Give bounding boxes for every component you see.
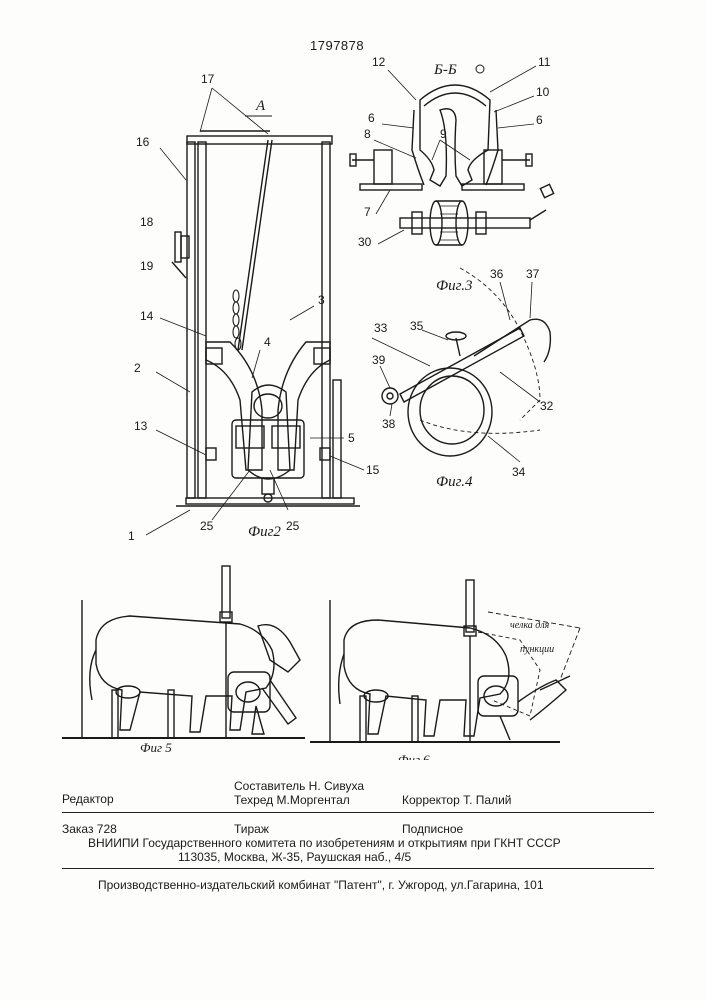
fig2-label: 25 <box>200 519 214 533</box>
fig2-label: 2 <box>134 361 141 375</box>
fig3-label: 6 <box>536 113 543 127</box>
fig2-label: 1 <box>128 529 135 543</box>
fig2-label: 13 <box>134 419 148 433</box>
fig2-drawing: 17 16 18 19 14 3 4 2 13 5 15 1 25 25 А Ф… <box>128 72 380 543</box>
fig3-label: 9 <box>440 127 447 141</box>
fig3-label: 6 <box>368 111 375 125</box>
fig2-label: 16 <box>136 135 150 149</box>
fig4-label: 32 <box>540 399 554 413</box>
order-number: Заказ 728 <box>62 822 117 836</box>
fig2-caption: Фиг2 <box>248 524 281 540</box>
fig2-label: 25 <box>286 519 300 533</box>
fig2-label: 15 <box>366 463 380 477</box>
fig4-label: 38 <box>382 417 396 431</box>
fig6-annotation: пункции <box>520 644 554 655</box>
fig3-label: 11 <box>538 55 551 69</box>
compiler: Составитель Н. Сивуха <box>234 779 365 793</box>
editor-label: Редактор <box>62 792 114 806</box>
fig5-caption: Фиг 5 <box>140 740 172 755</box>
fig3-section-label: Б-Б <box>433 62 457 78</box>
fig2-label: 3 <box>318 293 325 307</box>
fig4-caption: Фиг.4 <box>436 474 473 490</box>
fig3-drawing: 12 11 10 6 6 8 9 7 30 Б-Б Фиг.3 <box>349 55 555 294</box>
rule-bottom <box>62 868 654 869</box>
institute: ВНИИПИ Государственного комитета по изоб… <box>88 836 561 850</box>
fig6-caption: Фиг.6 <box>398 752 430 760</box>
fig3-label: 7 <box>364 205 371 219</box>
fig2-label: 5 <box>348 431 355 445</box>
fig4-label: 36 <box>490 267 504 281</box>
fig2-label: 4 <box>264 335 271 349</box>
address: 113035, Москва, Ж-35, Раушская наб., 4/5 <box>178 850 412 864</box>
fig6-annotation: челка для <box>510 620 550 631</box>
corrector: Корректор Т. Палий <box>402 793 512 807</box>
patent-number: 1797878 <box>310 38 365 53</box>
fig3-label: 30 <box>358 235 372 249</box>
publisher: Производственно-издательский комбинат "П… <box>98 878 544 892</box>
fig4-label: 33 <box>374 321 388 335</box>
fig2-view-label: А <box>255 98 266 114</box>
patent-drawings: 17 16 18 19 14 3 4 2 13 5 15 1 25 25 А Ф… <box>62 55 581 760</box>
fig6-drawing: челка для пункции Фиг.6 <box>310 579 581 760</box>
fig3-label: 12 <box>372 55 386 69</box>
fig3-label: 10 <box>536 85 550 99</box>
fig2-label: 14 <box>140 309 154 323</box>
fig2-label: 19 <box>140 259 154 273</box>
fig2-label: 17 <box>201 72 215 86</box>
fig3-label: 8 <box>364 127 371 141</box>
fig5-drawing: Фиг 5 <box>62 565 305 755</box>
fig4-label: 39 <box>372 353 386 367</box>
fig4-label: 37 <box>526 267 540 281</box>
fig2-label: 18 <box>140 215 154 229</box>
rule-top <box>62 812 654 813</box>
fig4-label: 35 <box>410 319 424 333</box>
techred: Техред М.Моргентал <box>234 793 350 807</box>
fig4-drawing: 36 37 33 35 39 32 38 34 Фиг.4 <box>371 267 554 490</box>
circulation: Тираж <box>234 822 269 836</box>
fig4-label: 34 <box>512 465 526 479</box>
subscription: Подписное <box>402 822 464 836</box>
fig3-caption: Фиг.3 <box>436 278 472 294</box>
